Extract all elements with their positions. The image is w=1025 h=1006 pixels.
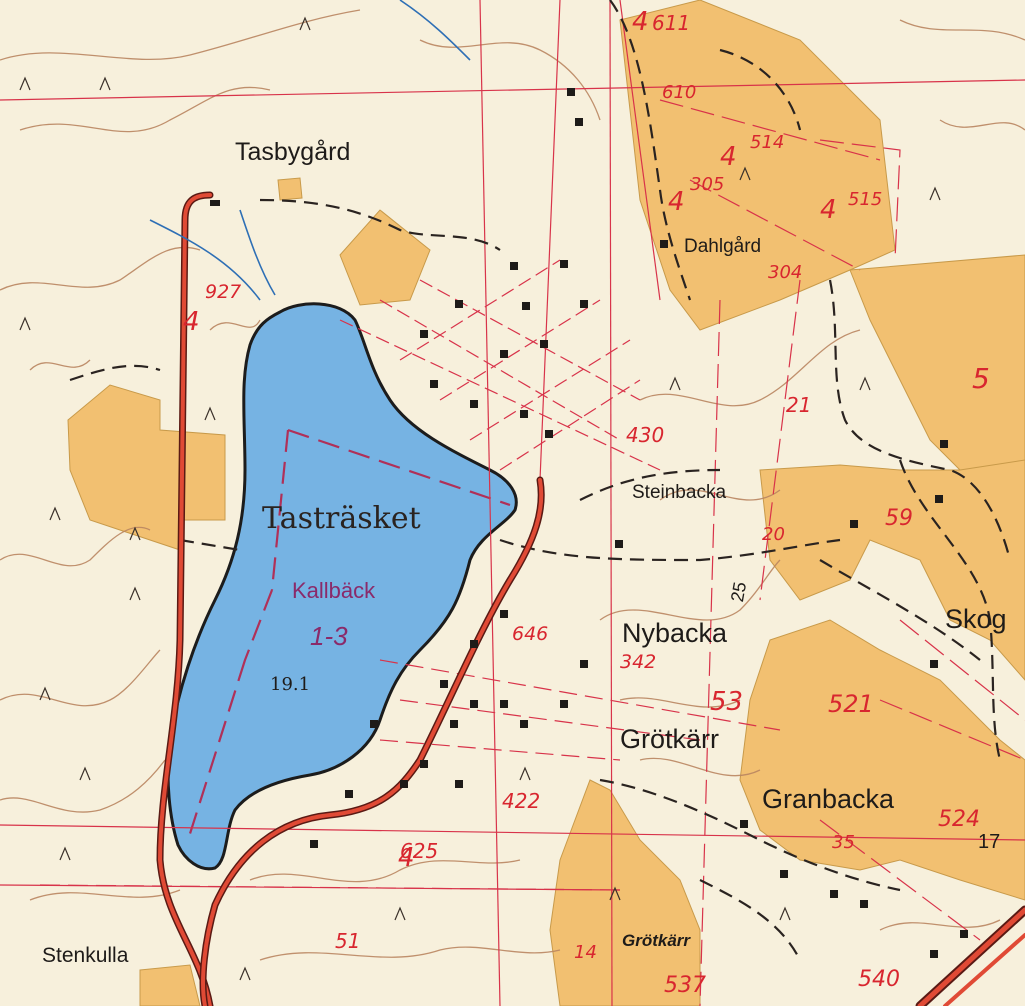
parcel-label: 610 bbox=[662, 82, 696, 103]
roads bbox=[156, 191, 1025, 1006]
parcel-label: 646 bbox=[512, 623, 548, 645]
parcel-label: 4 bbox=[183, 307, 200, 337]
parcel-label: 4 bbox=[398, 843, 415, 873]
parcel-label: 51 bbox=[335, 929, 360, 953]
place-grotkarr-small: Grötkärr bbox=[622, 931, 691, 950]
lake-tastrasket bbox=[166, 302, 518, 871]
streams bbox=[149, 0, 471, 301]
contour-lines bbox=[0, 9, 1025, 961]
parcel-label: 927 bbox=[205, 281, 241, 303]
parcel-label: 611 bbox=[652, 11, 690, 35]
parcel-label: 430 bbox=[626, 423, 664, 447]
parcel-label: 21 bbox=[786, 393, 811, 417]
field-east-upper bbox=[849, 254, 1025, 471]
grid-number-25: 25 bbox=[727, 580, 750, 603]
buildings bbox=[210, 88, 968, 958]
field-stenkulla bbox=[139, 964, 201, 1006]
field-south-grotkarr bbox=[549, 779, 701, 1006]
lake-elevation: 19.1 bbox=[270, 674, 310, 695]
grid-number-17: 17 bbox=[978, 831, 1000, 853]
field-west bbox=[67, 384, 226, 551]
field-areas bbox=[67, 0, 1025, 1006]
parcel-label: 521 bbox=[828, 690, 874, 718]
parcel-label: 4 bbox=[820, 195, 837, 225]
parcel-label: 35 bbox=[832, 832, 855, 853]
place-dahlgard: Dahlgård bbox=[684, 236, 761, 257]
lake-zone-code: 1-3 bbox=[310, 621, 348, 651]
parcel-label: 305 bbox=[690, 174, 724, 195]
parcel-label: 625 bbox=[400, 839, 438, 863]
footpaths bbox=[69, 0, 1012, 961]
parcel-label: 515 bbox=[848, 189, 882, 210]
parcel-label: 53 bbox=[710, 687, 743, 717]
place-steinbacka: Steinbacka bbox=[632, 482, 726, 503]
place-stenkulla: Stenkulla bbox=[42, 944, 129, 967]
parcel-label: 422 bbox=[502, 789, 540, 813]
parcel-label: 540 bbox=[858, 967, 900, 992]
parcel-label: 4 bbox=[668, 187, 685, 217]
road-west bbox=[158, 193, 212, 1006]
place-grotkarr: Grötkärr bbox=[620, 724, 719, 754]
parcel-label: 4 bbox=[632, 7, 649, 37]
field-tasbygard-small bbox=[277, 177, 303, 201]
lake-zone-name: Kallbäck bbox=[292, 578, 376, 603]
field-east-middle bbox=[759, 459, 1025, 681]
parcel-label: 59 bbox=[885, 506, 913, 531]
parcel-numbers: 611 610 4 514 4 305 4 515 4 304 927 4 21… bbox=[183, 7, 990, 998]
road-southeast bbox=[917, 907, 1025, 1006]
parcel-label: 14 bbox=[574, 942, 597, 963]
lake-zone-boundary bbox=[186, 428, 511, 841]
road-southeast-2 bbox=[943, 933, 1025, 1006]
place-skog: Skog bbox=[945, 604, 1007, 634]
place-granbacka: Granbacka bbox=[762, 784, 895, 814]
parcel-label: 524 bbox=[938, 807, 980, 832]
parcel-label: 342 bbox=[620, 651, 656, 673]
parcel-label: 4 bbox=[720, 142, 737, 172]
parcel-label: 514 bbox=[750, 132, 784, 153]
parcel-label: 537 bbox=[664, 973, 706, 998]
forest-symbols bbox=[19, 16, 941, 981]
place-nybacka: Nybacka bbox=[622, 618, 728, 648]
field-granbacka bbox=[739, 619, 1025, 901]
parcel-label: 5 bbox=[972, 362, 990, 395]
parcel-label: 20 bbox=[762, 524, 785, 545]
lake-name: Tasträsket bbox=[262, 501, 421, 536]
parcel-label: 304 bbox=[768, 262, 802, 283]
road-east bbox=[201, 478, 544, 1006]
place-tasbygard: Tasbygård bbox=[235, 138, 350, 166]
